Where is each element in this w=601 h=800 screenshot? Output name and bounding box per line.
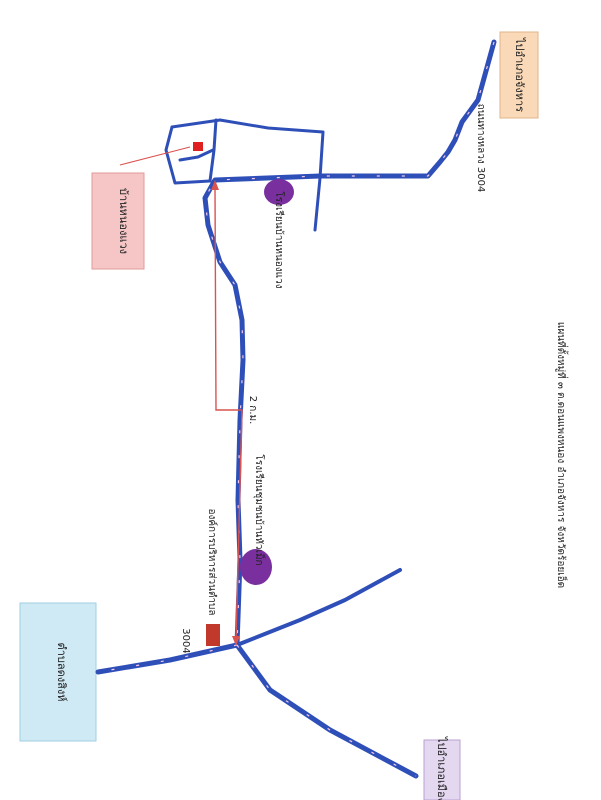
pointer-line xyxy=(119,146,191,166)
destination-box-top-right: ไปอำเภอจังหาร xyxy=(499,31,539,119)
village-road-left xyxy=(164,125,212,185)
destination-box-bottom-left: ตำบลดงสิงห์ xyxy=(19,602,97,742)
school-bottom-label: โรงเรียนชุมชนบ้านหัวเม็ก xyxy=(253,454,267,565)
distance-label: 2 ก.ม. xyxy=(247,396,258,425)
village-road-outline xyxy=(170,118,325,232)
road-dashes xyxy=(97,41,495,777)
highway-road xyxy=(202,39,497,648)
road-label-top: ถนนทางหลวง 3004 xyxy=(475,104,486,193)
destination-bottom-right-label: ไปอำเภอเมือง xyxy=(435,736,448,800)
office-label: องค์การบริหารส่วนตำบล xyxy=(206,508,218,615)
school-top: โรงเรียนบ้านหนองแวง xyxy=(264,179,294,289)
house-marker xyxy=(193,142,203,151)
school-bottom: โรงเรียนชุมชนบ้านหัวเม็ก xyxy=(240,454,272,585)
village-box: บ้านหนองแวง xyxy=(91,172,145,270)
village-label: บ้านหนองแวง xyxy=(117,188,130,254)
destination-box-bottom-right: ไปอำเภอเมือง xyxy=(423,736,461,800)
office-marker: องค์การบริหารส่วนตำบล xyxy=(206,508,220,646)
school-top-label: โรงเรียนบ้านหนองแวง xyxy=(273,191,286,288)
destination-bottom-left-label: ตำบลดงสิงห์ xyxy=(55,643,68,702)
road-to-bottom-right xyxy=(234,642,419,779)
destination-top-right-label: ไปอำเภอจังหาร xyxy=(513,37,526,112)
village-road-cross xyxy=(178,148,215,162)
road-label-bottom: 3004 xyxy=(180,628,191,653)
road-branch-right xyxy=(235,568,402,647)
map-title: แผนที่ตั้งหมู่ที่ ๓ ต.ดอนแพงหนอง อำเภอจั… xyxy=(555,322,569,588)
route-line xyxy=(211,180,243,646)
road-network xyxy=(95,39,497,779)
road-to-bottom-left xyxy=(95,642,240,675)
